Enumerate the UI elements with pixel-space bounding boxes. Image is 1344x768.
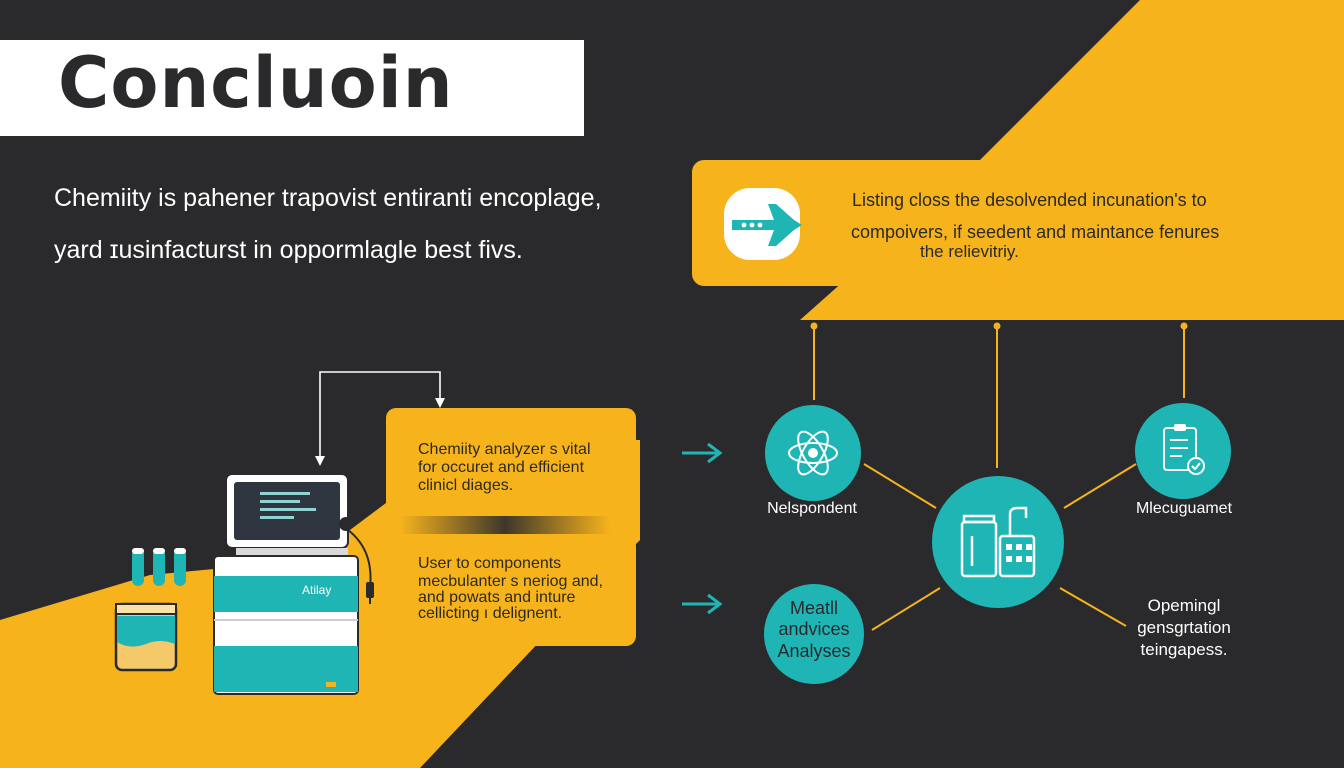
node-bottom-right-line-2: gensgrtation [1137,618,1231,637]
info-box-2 [386,536,636,646]
info-box-1-line-1: Chemiity analyzer s vital [418,441,591,458]
plane-icon [724,188,802,260]
divider-shadow [400,516,610,534]
intro-line-2: yard ɪusinfacturst in oppormlagle best f… [54,236,523,264]
node-bottom-right-line-3: teingapess. [1140,640,1228,659]
node-bottom-left-line-1: Meatll [789,598,838,618]
info-box-2-line-3: and powats and inture [418,589,576,606]
analyzer-machine-icon [213,473,374,695]
info-box-1 [386,408,636,514]
node-right-label: Mlecuguamet [1135,500,1233,517]
info-box-2-line-1: User to components [418,555,562,572]
page-title: Concluoin [58,42,454,124]
lab-equipment-icon [932,476,1064,608]
node-bottom-left-line-3: Analyses [777,641,851,661]
info-box-1-line-2: for occuret and efficient [418,459,585,476]
arrow-right-icon [682,442,723,464]
arrow-right-icon [682,593,723,615]
node-bottom-left-line-2: andvices [778,619,850,639]
title-bar [0,40,584,136]
info-box-2-line-2: mecbulanter s neriog and, [418,573,603,590]
intro-line-1: Chemiity is pahener trapovist entiranti … [54,184,602,212]
analyzer-label: Atilay [302,583,332,597]
summary-card-line-3: the relievitriy. [920,242,1019,261]
info-box-1-line-3: clinicl diages. [418,477,514,494]
node-bottom-left [764,584,864,684]
checklist-icon [1135,403,1231,499]
info-box-2-line-4: cellicting ı delignent. [418,605,563,622]
node-left-label: Nelspondent [767,500,857,517]
summary-card-line-2: compoivers, if seedent and maintance fen… [851,222,1220,242]
atom-icon [765,405,861,501]
test-tube-icon [132,548,186,586]
beaker-icon [114,602,178,672]
node-bottom-right-line-1: Opemingl [1147,596,1221,615]
summary-card-line-1: Listing closs the desolvended incunation… [852,190,1207,210]
